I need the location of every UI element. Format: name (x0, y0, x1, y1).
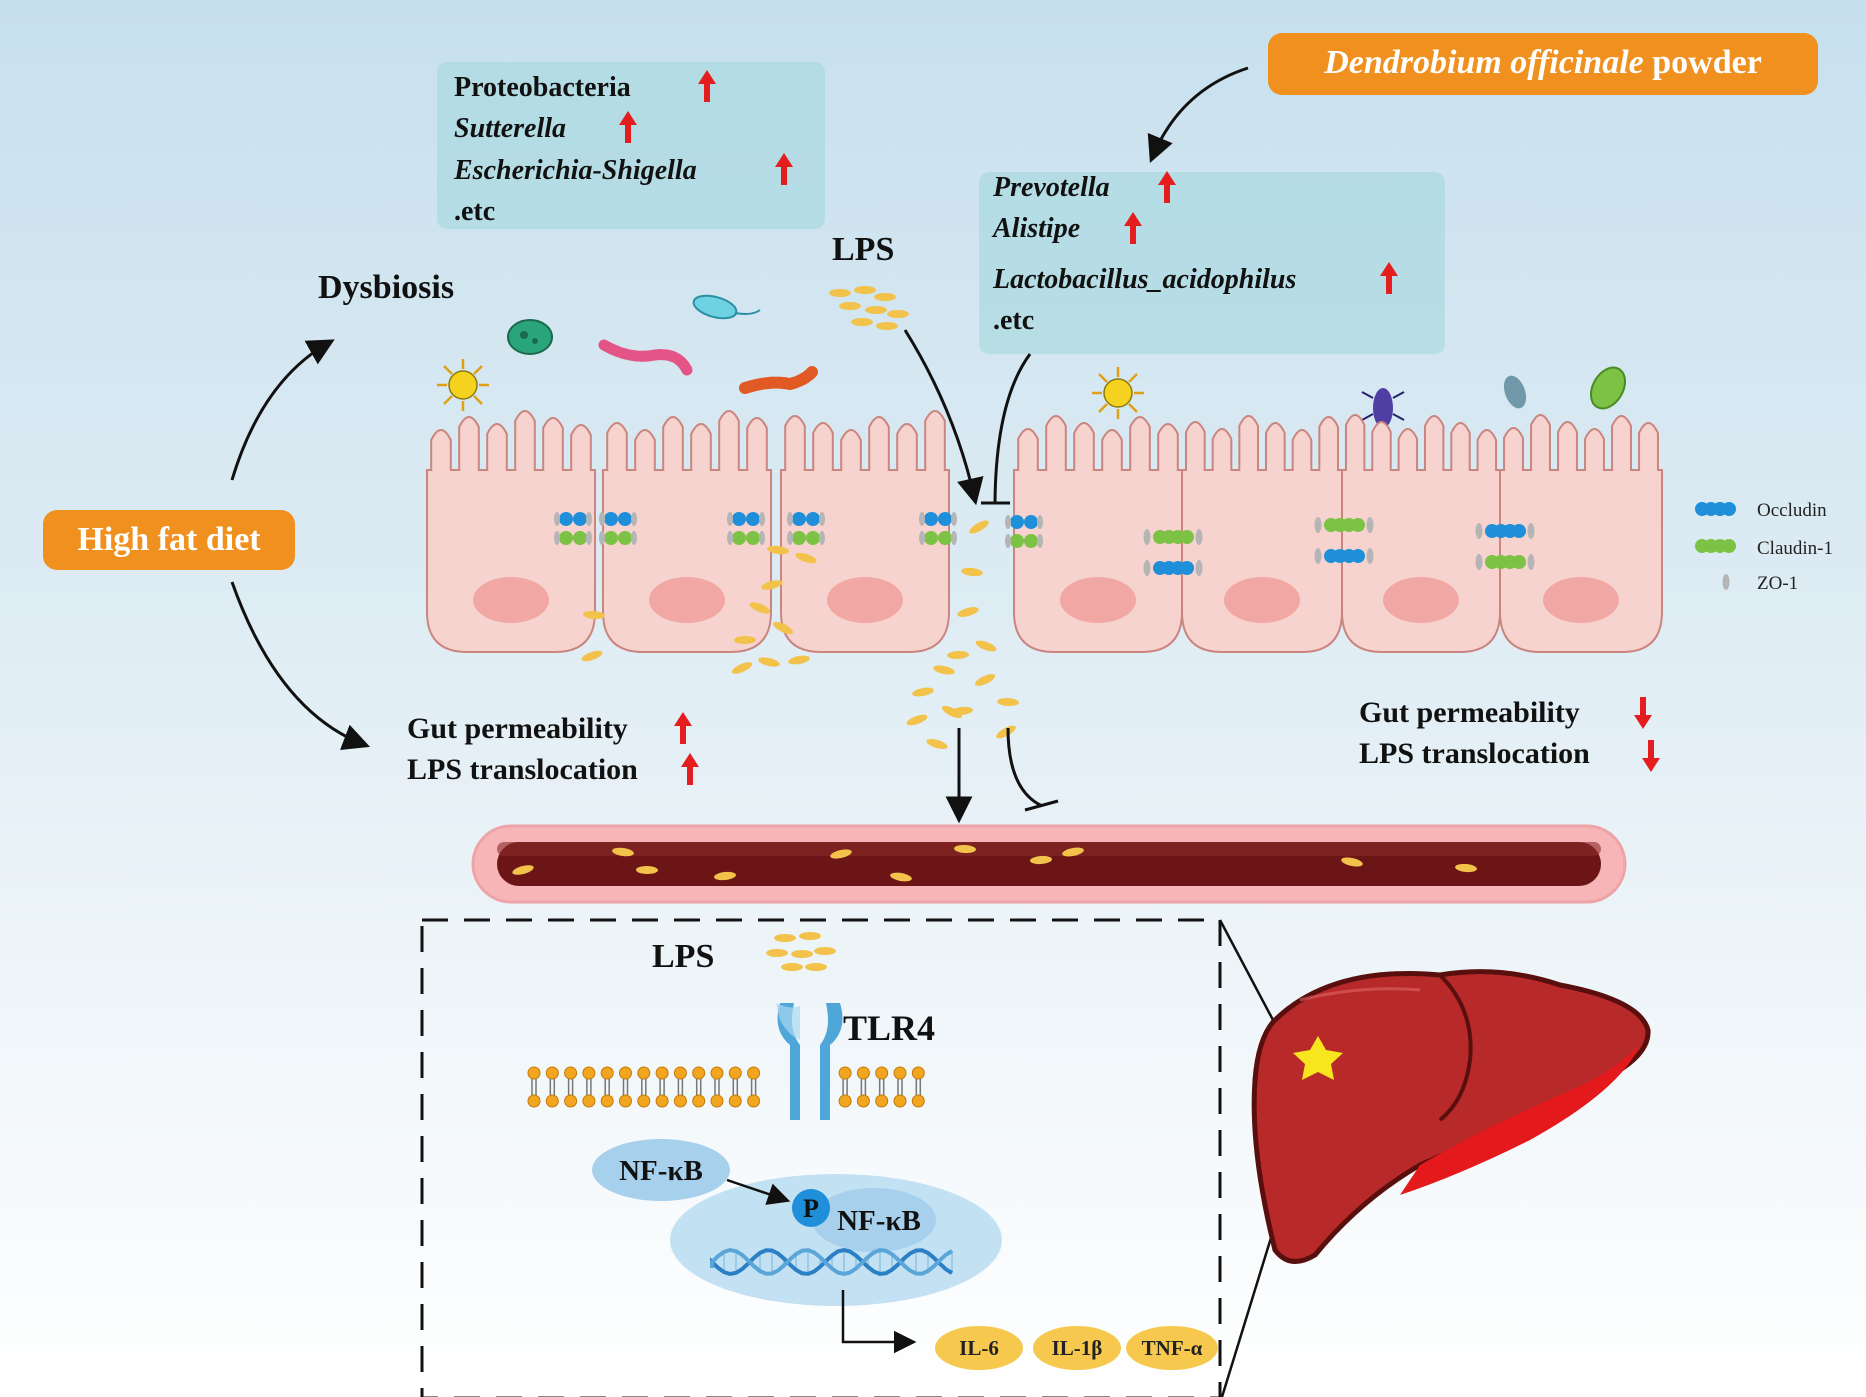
tight-junction-icon (1475, 523, 1535, 570)
nfkb-label: NF-κB (619, 1155, 703, 1187)
zo1-icon (1722, 574, 1730, 590)
down-arrow-icon (1642, 740, 1660, 772)
up-arrow-icon (674, 712, 692, 744)
treated-effect: Gut permeability (1359, 696, 1580, 729)
tlr4-label: TLR4 (843, 1008, 935, 1048)
bacterium-icon (739, 366, 818, 394)
p-nfkb-bubble (812, 1188, 936, 1252)
cytokine-label: TNF-α (1142, 1336, 1203, 1360)
up-arrow-icon (681, 753, 699, 785)
lps-cluster-icon (829, 286, 909, 330)
legend: Occludin Claudin-1 ZO-1 (1695, 500, 1833, 594)
nfkb-bubble (592, 1139, 730, 1201)
bacteria-up-item: .etc (454, 196, 495, 227)
bacterium-icon (1092, 367, 1144, 419)
bacteria-treated-item: Prevotella (992, 172, 1110, 203)
bacterium-icon (1361, 388, 1405, 428)
cell-membrane (527, 1066, 926, 1108)
legend-label: ZO-1 (1757, 573, 1798, 594)
diet-to-dysbiosis-arrow (230, 339, 335, 481)
lps-label-inset: LPS (652, 938, 714, 975)
phospho-icon (792, 1189, 830, 1227)
epithelial-cell (1341, 414, 1501, 653)
claudin-icon (1695, 539, 1736, 553)
legend-label: Claudin-1 (1757, 538, 1833, 559)
nfkb-activation-arrow (726, 1178, 791, 1205)
tight-junction-icon (1143, 529, 1203, 576)
bacteria-up-box: Proteobacteria Sutterella Escherichia-Sh… (437, 62, 825, 229)
down-arrow-icon (1634, 697, 1652, 729)
bacterium-icon (507, 319, 553, 355)
hfd-effect: Gut permeability (407, 712, 628, 745)
bacteria-treated-item: .etc (993, 305, 1034, 336)
occludin-icon (1695, 502, 1736, 516)
lps-label-top: LPS (832, 231, 894, 268)
epithelial-cell (1499, 414, 1663, 653)
dna-icon (710, 1247, 954, 1277)
legend-label: Occludin (1757, 500, 1827, 521)
bacteria-treated-item: Lactobacillus_acidophilus (992, 264, 1296, 295)
treatment-arrow (1147, 66, 1249, 163)
bacteria-treated-box: Prevotella Alistipe Lactobacillus_acidop… (979, 171, 1445, 354)
inhibition-line (993, 353, 1032, 503)
bacteria-treated-item: Alistipe (991, 213, 1080, 244)
phospho-label: P (803, 1194, 819, 1223)
epithelial-cell (1013, 415, 1183, 653)
diet-to-permeability-arrow (230, 581, 371, 750)
lps-cluster-icon (766, 932, 836, 971)
hepatocyte-inset (420, 918, 1222, 1397)
bacteria-up-item: Sutterella (454, 113, 566, 144)
diet-label: High fat diet (77, 521, 261, 558)
treatment-pill: Dendrobium officinale powder (1268, 33, 1818, 95)
blood-inhibition-bar (1024, 799, 1059, 812)
liver-icon (1251, 969, 1651, 1264)
cytokine-list: IL-6 IL-1β TNF-α (935, 1326, 1218, 1370)
bacteria-up-item: Proteobacteria (454, 72, 631, 103)
epithelial-cell (602, 410, 772, 653)
cytokine-label: IL-1β (1052, 1336, 1103, 1360)
star-icon (1293, 1036, 1343, 1080)
blood-inhibition-line (1006, 727, 1043, 808)
bacterium-icon (437, 359, 489, 411)
tlr4-receptor-icon (776, 1003, 843, 1120)
hfd-effect: LPS translocation (407, 753, 638, 786)
intestinal-epithelium (426, 410, 1663, 653)
lps-arrow (903, 329, 984, 506)
bacterium-icon (1589, 366, 1627, 410)
zoom-line (1218, 919, 1284, 1038)
bacterium-icon (1503, 375, 1527, 409)
p-nfkb-label: NF-κB (837, 1205, 921, 1237)
blood-vessel (471, 824, 1627, 904)
epithelial-cell (426, 410, 596, 653)
tight-junction-icon (1314, 517, 1374, 564)
epithelial-cell (780, 410, 950, 653)
treated-effect: LPS translocation (1359, 737, 1590, 770)
epithelial-cell (1181, 415, 1343, 653)
bacteria-up-item: Escherichia-Shigella (453, 155, 697, 186)
bacterium-icon (692, 294, 761, 320)
bacterium-icon (598, 339, 693, 376)
high-fat-diet-pill: High fat diet (43, 510, 295, 570)
treatment-label: Dendrobium officinale powder (1323, 44, 1762, 81)
dysbiosis-label: Dysbiosis (318, 269, 454, 306)
cytokine-label: IL-6 (959, 1336, 999, 1360)
transcription-arrow (841, 1290, 917, 1354)
